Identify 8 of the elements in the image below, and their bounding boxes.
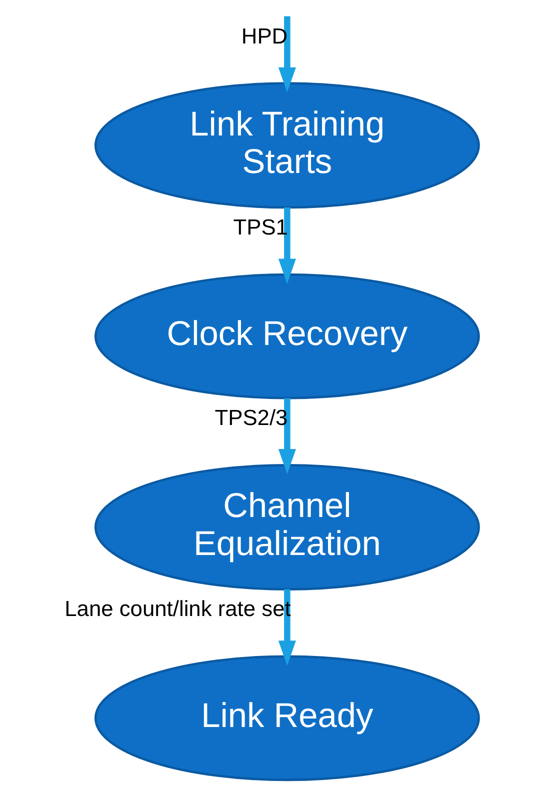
arrow <box>278 398 296 474</box>
node-ellipse: Clock Recovery <box>94 273 480 400</box>
arrow <box>278 16 296 92</box>
node-ellipse: Channel Equalization <box>94 464 480 590</box>
arrow <box>278 589 296 666</box>
node-ellipse: Link Ready <box>94 655 480 782</box>
arrow <box>278 207 296 284</box>
node-ellipse: Link Training Starts <box>94 82 480 209</box>
